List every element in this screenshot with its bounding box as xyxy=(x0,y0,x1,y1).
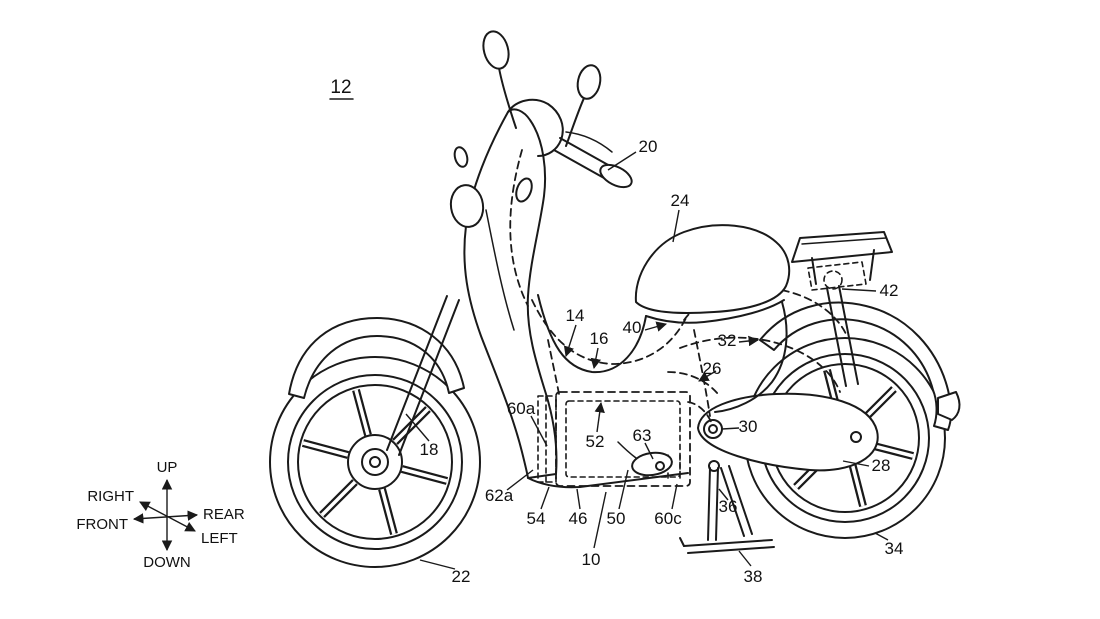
ref-label-36: 36 xyxy=(719,497,738,516)
frame-body-lines xyxy=(527,294,788,489)
mirror-stem-right xyxy=(565,95,586,147)
swingarm-cover xyxy=(697,392,879,472)
brake-lever xyxy=(565,131,613,153)
orientation-compass: UP DOWN FRONT REAR RIGHT LEFT xyxy=(76,459,245,571)
ref-label-34: 34 xyxy=(885,539,904,558)
ref-label-22: 22 xyxy=(452,567,471,586)
reference-labels: 12 20 24 42 14 16 40 32 26 60a 52 63 30 … xyxy=(329,77,904,586)
ref-label-18: 18 xyxy=(420,440,439,459)
front-indicator xyxy=(453,146,469,168)
ref-label-16: 16 xyxy=(590,329,609,348)
ref-label-28: 28 xyxy=(872,456,891,475)
seat xyxy=(634,224,791,314)
leader-lines xyxy=(405,151,889,570)
headlight xyxy=(449,184,485,228)
rear-shock xyxy=(807,261,867,387)
figure-number-label: 12 xyxy=(330,77,351,98)
ref-label-50: 50 xyxy=(607,509,626,528)
ref-label-38: 38 xyxy=(744,567,763,586)
ref-label-24: 24 xyxy=(671,191,690,210)
motor-unit xyxy=(617,441,673,477)
ref-label-62a: 62a xyxy=(485,486,514,505)
ref-label-10: 10 xyxy=(582,550,601,569)
mirror-right xyxy=(576,64,602,100)
handlebar xyxy=(482,30,633,189)
front-fender xyxy=(288,317,465,399)
ref-label-60a: 60a xyxy=(507,399,536,418)
ref-label-20: 20 xyxy=(639,137,658,156)
center-stand xyxy=(679,460,775,554)
ref-label-42: 42 xyxy=(880,281,899,300)
ref-label-14: 14 xyxy=(566,306,585,325)
front-wheel xyxy=(269,356,481,568)
ref-label-26: 26 xyxy=(703,359,722,378)
ref-label-54: 54 xyxy=(527,509,546,528)
battery-box xyxy=(555,391,691,487)
ref-label-40: 40 xyxy=(623,318,642,337)
compass-rear-label: REAR xyxy=(203,506,245,523)
shield-indicator xyxy=(515,177,533,203)
rear-fender xyxy=(759,301,961,431)
ref-label-63: 63 xyxy=(633,426,652,445)
mirror-left xyxy=(482,30,510,70)
ref-label-60c: 60c xyxy=(654,509,682,528)
taillight xyxy=(937,391,961,421)
leg-shield xyxy=(449,108,558,479)
compass-right-label: RIGHT xyxy=(87,488,134,505)
ref-label-32: 32 xyxy=(718,331,737,350)
mirror-stem-left xyxy=(498,67,517,129)
compass-left-label: LEFT xyxy=(201,530,238,547)
throttle-grip xyxy=(599,163,633,189)
rear-carrier xyxy=(791,231,893,285)
front-fork xyxy=(386,295,460,456)
compass-down-label: DOWN xyxy=(143,554,191,571)
compass-up-label: UP xyxy=(157,459,178,476)
compass-front-label: FRONT xyxy=(76,516,128,533)
ref-label-46: 46 xyxy=(569,509,588,528)
ref-label-52: 52 xyxy=(586,432,605,451)
axis-right-left xyxy=(139,501,196,532)
ref-label-30: 30 xyxy=(739,417,758,436)
